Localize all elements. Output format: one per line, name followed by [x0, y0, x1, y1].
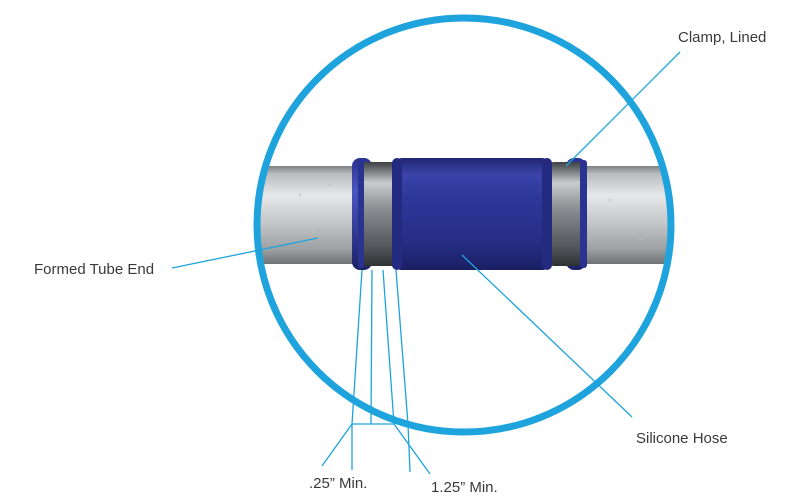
label-125-min: 1.25” Min.	[431, 479, 498, 496]
leader-silicone-hose	[461, 254, 633, 418]
leader-lines	[171, 51, 681, 475]
magnified-assembly	[257, 158, 671, 270]
leader-formed-tube-end	[171, 237, 319, 269]
label-clamp-lined: Clamp, Lined	[678, 29, 767, 46]
label-silicone-hose: Silicone Hose	[636, 430, 728, 447]
clamp-left	[352, 158, 398, 270]
silicone-hose	[392, 158, 552, 270]
leader-clamp-lined	[565, 51, 681, 167]
magnifier-circle	[253, 14, 675, 436]
label-formed-tube-end: Formed Tube End	[34, 261, 155, 278]
clamp-right	[548, 158, 587, 270]
label-025-min: .25” Min.	[309, 475, 368, 492]
